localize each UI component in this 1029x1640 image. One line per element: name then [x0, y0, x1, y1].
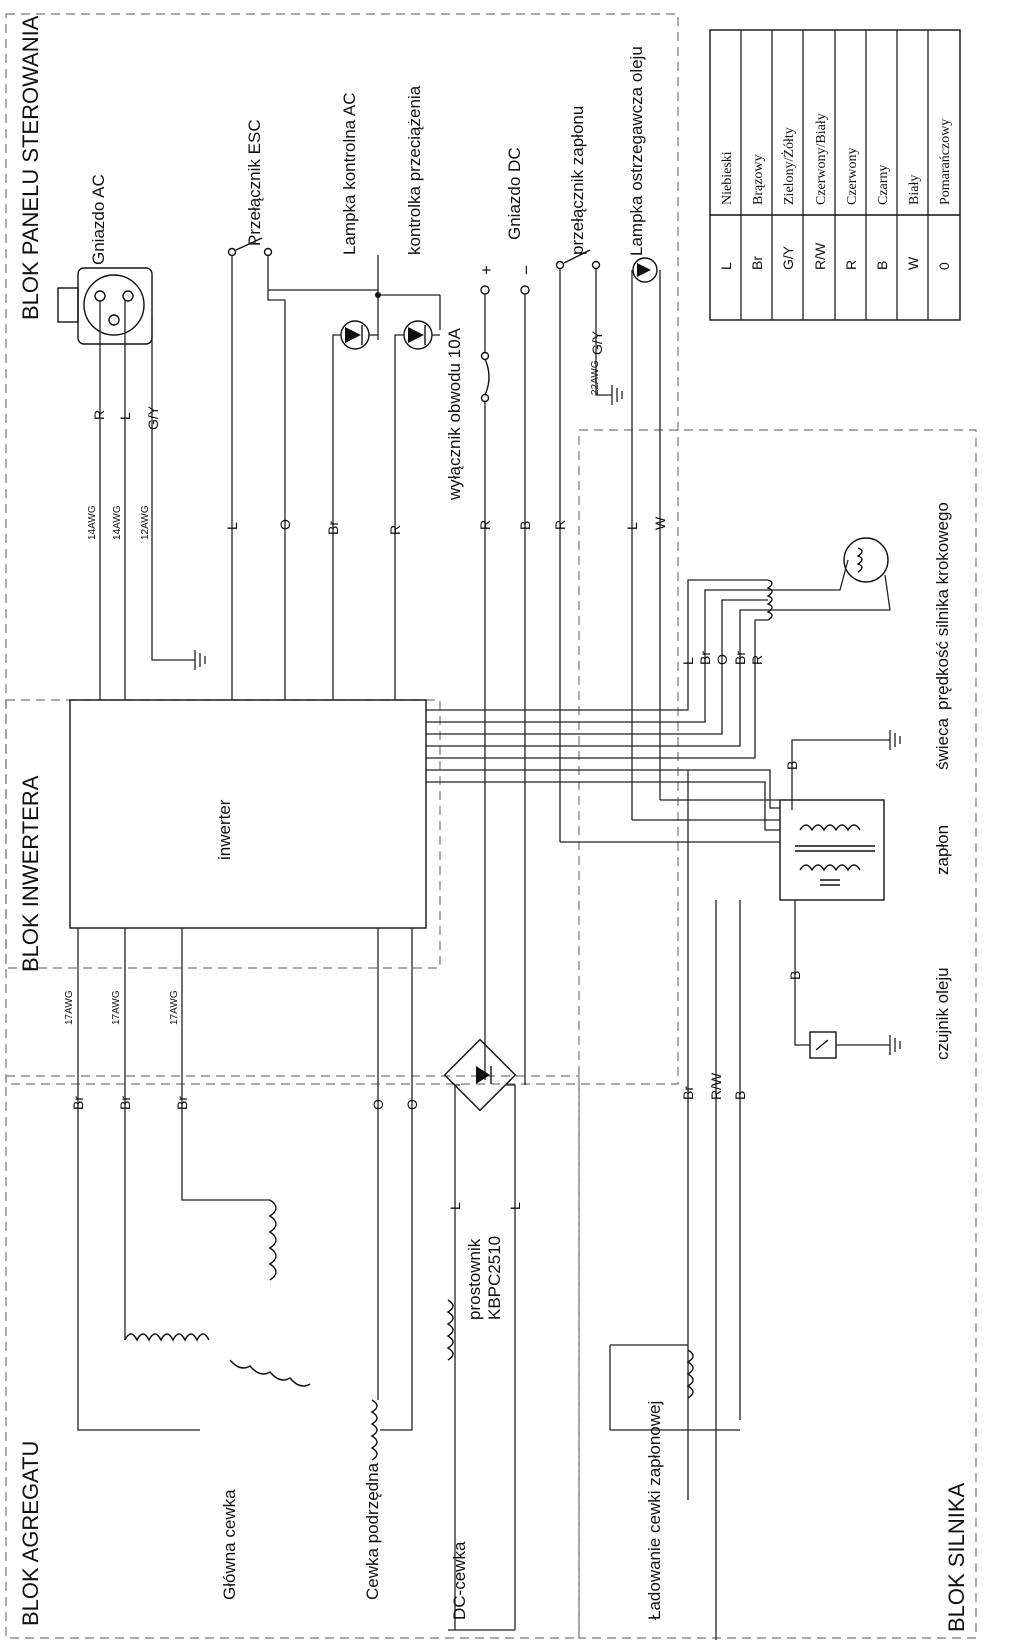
wire-label-l-ac: L: [117, 412, 133, 420]
wire-label-br-main3: Br: [174, 1096, 190, 1110]
legend-color: Zielony/Żółty: [781, 127, 797, 205]
oil-warning-lamp: [631, 257, 661, 820]
wire-label-o-sub2: O: [404, 1099, 420, 1110]
legend-color: Czarny: [876, 165, 891, 205]
legend-rows: L Niebieski Br Brązowy G/Y Zielony/Żółty…: [718, 113, 953, 270]
wire-label-l-step: L: [680, 657, 696, 665]
wire-label-w-oil: W: [652, 516, 668, 530]
legend-color: Czerwony/Biały: [814, 113, 829, 205]
esc-switch: [227, 237, 286, 700]
ac-socket: [57, 267, 153, 345]
overload-lamp-label: kontrolka przeciążenia: [405, 85, 424, 255]
wire-label-br-lamp: Br: [325, 521, 341, 535]
stepper-speed-label: prędkość silnika krokowego: [933, 502, 952, 710]
awg-17-a: 17AWG: [64, 990, 75, 1025]
wire-label-rw-charge: R/W: [708, 1072, 724, 1100]
aggregate-block-title: BLOK AGREGATU: [18, 1441, 43, 1626]
inverter-box: [69, 699, 427, 929]
awg-17-b: 17AWG: [111, 990, 122, 1025]
wire-label-br-step: Br: [697, 651, 713, 665]
wire-label-br-charge: Br: [680, 1086, 696, 1100]
oil-warning-lamp-label: Lampka ostrzegawcza oleju: [627, 46, 646, 256]
awg-12: 12AWG: [140, 505, 151, 540]
esc-switch-label: Przełącznik ESC: [245, 119, 264, 246]
wire-label-o-sub1: O: [370, 1099, 386, 1110]
color-legend: [709, 29, 961, 321]
legend-code: 0: [936, 262, 952, 270]
ac-socket-wires: [99, 300, 206, 700]
legend-code: R: [843, 260, 859, 270]
dc-socket: [480, 285, 530, 1085]
oil-sensor: [794, 900, 901, 1059]
wire-label-b-charge: B: [732, 1091, 748, 1100]
wire-label-br2-step: Br: [732, 651, 748, 665]
rectifier-label: prostownik: [465, 1238, 484, 1320]
inverter-block-title: BLOK INWERTERA: [18, 775, 43, 972]
awg-14-a: 14AWG: [87, 505, 98, 540]
dc-socket-label: Gniazdo DC: [505, 147, 524, 240]
main-coil-label: Główna cewka: [220, 1489, 239, 1600]
awg-14-b: 14AWG: [112, 505, 123, 540]
charging-coil-label: Ładowanie cewki zapłonowej: [645, 1401, 664, 1620]
legend-code: Br: [749, 256, 765, 270]
wire-label-o-step: O: [714, 654, 730, 665]
dc-coil-label: DC-cewka: [450, 1541, 469, 1620]
wire-label-gy-ign: G/Y: [589, 330, 605, 355]
wire-label-r-ign: R: [552, 520, 568, 530]
sub-coil: [370, 928, 413, 1461]
wire-label-b-spark: B: [784, 761, 800, 770]
rectifier-model-label: KBPC2510: [485, 1236, 504, 1320]
legend-color: Pomarańczowy: [938, 119, 953, 205]
legend-color: Czerwony: [845, 147, 860, 205]
breaker-label: wyłącznik obwodu 10A: [445, 327, 464, 501]
wire-label-r-lamp: R: [387, 525, 403, 535]
engine-block-title: BLOK SILNIKA: [944, 1482, 969, 1632]
legend-code: B: [874, 261, 890, 270]
spark-plug: [791, 730, 901, 810]
ignition-label: zapłon: [933, 825, 952, 875]
rectifier: [443, 1038, 517, 1631]
legend-color: Brązowy: [751, 154, 766, 205]
wire-label-r-step: R: [749, 655, 765, 665]
wire-label-o-esc: O: [277, 519, 293, 530]
ac-socket-label: Gniazdo AC: [89, 174, 108, 265]
awg-22: 22AWG: [590, 360, 601, 395]
dc-minus-sign: −: [517, 265, 536, 275]
legend-code: L: [718, 262, 734, 270]
wire-label-r-ac: R: [91, 410, 107, 420]
wire-label-br-main1: Br: [70, 1096, 86, 1110]
wire-label-l-esc: L: [224, 522, 240, 530]
legend-code: R/W: [812, 242, 828, 270]
circuit-breaker: [480, 351, 490, 403]
legend-color: Biały: [907, 175, 922, 205]
legend-code: G/Y: [780, 245, 796, 270]
spark-plug-label: świeca: [933, 717, 952, 770]
control-panel-block-title: BLOK PANELU STEROWANIA: [18, 15, 43, 320]
wire-label-l-dc2: L: [507, 1202, 523, 1210]
wire-label-r-dc: R: [477, 520, 493, 530]
wire-label-br-main2: Br: [117, 1096, 133, 1110]
legend-code: W: [905, 256, 921, 270]
wire-label-b-oilsensor: B: [787, 971, 803, 980]
dc-plus-sign: +: [477, 265, 496, 275]
ignition-switch-label: przełącznik zapłonu: [568, 106, 587, 255]
charging-coil: [609, 770, 741, 1640]
wire-label-l-dc1: L: [447, 1202, 463, 1210]
stepper-wires: [426, 537, 891, 759]
inverter-label: inwerter: [215, 799, 234, 860]
wire-label-gy-ac: G/Y: [145, 405, 161, 430]
legend-color: Niebieski: [720, 151, 735, 205]
wire-label-b-dc: B: [517, 521, 533, 530]
wire-label-l-oil: L: [624, 522, 640, 530]
indicator-lamps: [268, 255, 441, 700]
awg-17-c: 17AWG: [169, 990, 180, 1025]
sub-coil-label: Cewka podrzędna: [363, 1462, 382, 1600]
oil-sensor-label: czujnik oleju: [933, 967, 952, 1060]
ignition-module: [426, 769, 885, 901]
block-borders: [5, 13, 977, 1639]
ac-lamp-label: Lampka kontrolna AC: [340, 92, 359, 255]
main-coil: [77, 928, 311, 1431]
